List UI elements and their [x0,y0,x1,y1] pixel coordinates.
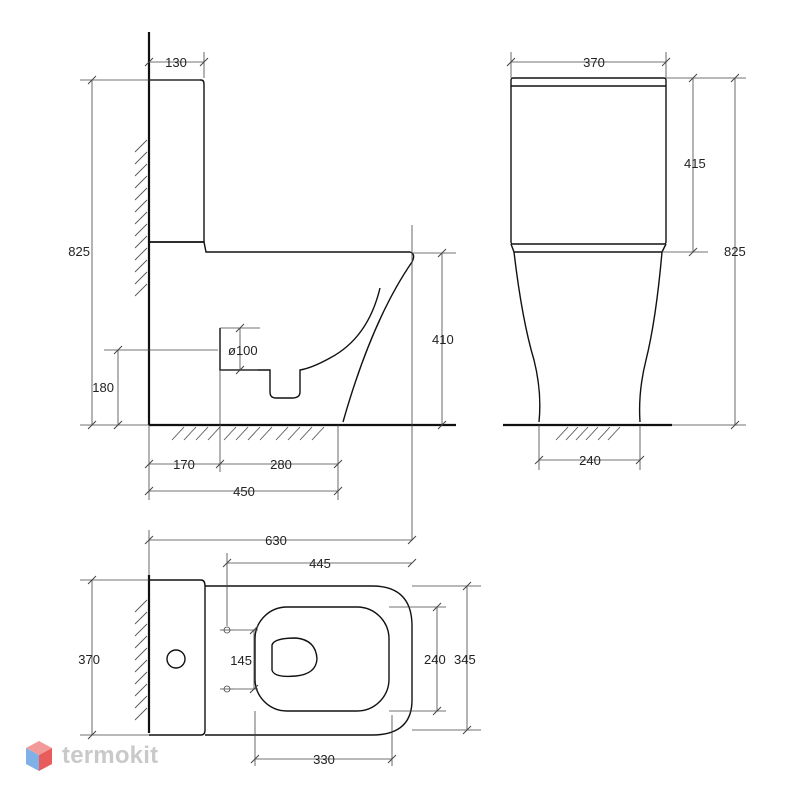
floor-hatch [171,426,325,441]
dim-top-width: 370 [78,652,100,667]
dim-outlet-offset: 170 [173,457,195,472]
side-trap [219,287,381,399]
dim-total-length: 630 [265,533,287,548]
dim-tank-depth: 130 [165,55,187,70]
dim-outlet-height: 180 [92,380,114,395]
front-tank-base [510,243,667,253]
dim-outlet-diameter: ø100 [228,343,258,358]
side-view: 130 825 180 ø100 410 170 2 [68,32,456,540]
cube-logo-icon [26,741,52,771]
dim-total-height: 825 [68,244,90,259]
top-seat [254,606,390,712]
dim-base-depth: 450 [233,484,255,499]
logo-text: termokit [62,742,159,769]
side-bowl [149,241,415,423]
top-view: 145 630 445 370 240 345 [78,530,481,767]
dim-seat-length: 330 [313,752,335,767]
dim-seat-height: 410 [432,332,454,347]
top-bowl [205,585,413,736]
dim-seat-inner-width: 240 [424,652,446,667]
dim-base-width: 240 [579,453,601,468]
dim-bowl-length: 445 [309,556,331,571]
side-tank [149,79,205,243]
front-tank [510,77,667,245]
front-view: 370 415 825 240 [503,52,746,470]
termokit-logo: termokit [24,738,158,774]
dim-hole-spacing: 145 [230,653,252,668]
front-floor-hatch [555,426,621,441]
front-bowl-left [513,251,541,423]
top-tank [149,579,206,736]
dim-tank-height: 415 [684,156,706,171]
dim-front-total-height: 825 [724,244,746,259]
wall-hatch [134,139,148,297]
top-wall-hatch [134,599,148,721]
dim-seat-width: 345 [454,652,476,667]
flush-button [166,649,186,669]
dim-tank-width: 370 [583,55,605,70]
top-bowl-opening [271,637,318,678]
front-bowl-right [638,251,663,423]
dim-outlet-to-front: 280 [270,457,292,472]
